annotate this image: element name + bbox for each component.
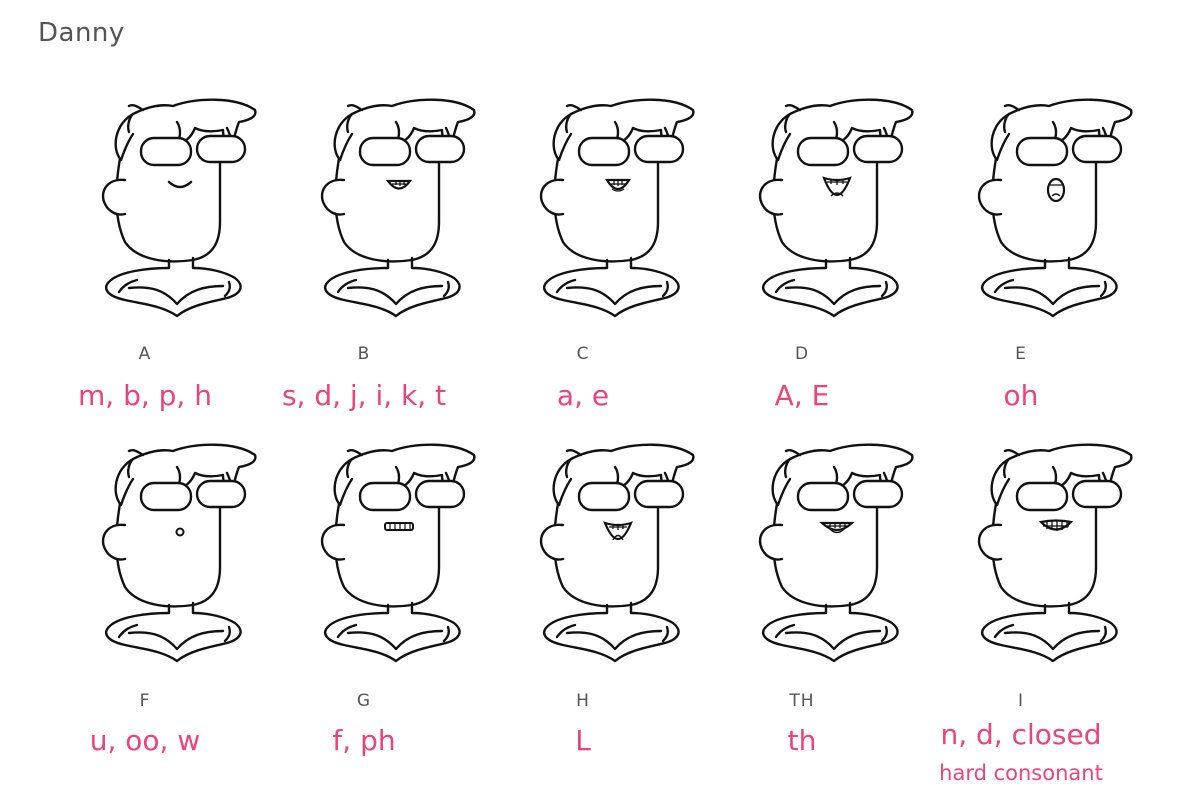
danny-head-illustration <box>539 98 695 318</box>
mouth-teeth-open-icon <box>605 178 631 192</box>
mouth-code-label: I <box>1017 691 1024 711</box>
phoneme-label: th <box>787 724 817 757</box>
phoneme-label: f, ph <box>332 724 396 757</box>
mouth-code-label: E <box>1015 344 1027 364</box>
mouth-tongue-teeth-icon <box>819 521 855 534</box>
phoneme-sublabel: hard consonant <box>939 761 1103 785</box>
mouth-code-label: G <box>356 691 372 711</box>
phoneme-label: L <box>575 724 591 757</box>
mouth-code-label: F <box>139 691 151 711</box>
mouth-tongue-up-icon <box>603 521 633 541</box>
phoneme-label: oh <box>1003 379 1039 412</box>
mouth-teeth-small-icon <box>385 179 413 190</box>
mouth-open-wide-icon <box>822 176 852 197</box>
danny-head-illustration <box>101 98 257 318</box>
danny-head-illustration <box>758 443 914 663</box>
mouth-small-o-icon <box>175 527 185 537</box>
mouth-code-label: A <box>138 344 152 364</box>
danny-head-illustration <box>758 98 914 318</box>
phoneme-label: s, d, j, i, k, t <box>281 379 447 412</box>
phoneme-label: n, d, closed <box>940 718 1102 751</box>
danny-head-illustration <box>539 443 695 663</box>
mouth-code-label: H <box>576 691 590 711</box>
danny-head-illustration <box>320 98 476 318</box>
danny-head-illustration <box>320 443 476 663</box>
mouth-code-label: TH <box>789 691 815 711</box>
mouth-round-open-icon <box>1046 177 1066 203</box>
danny-head-illustration <box>977 98 1133 318</box>
mouth-code-label: B <box>357 344 371 364</box>
phoneme-label: u, oo, w <box>89 724 201 757</box>
danny-head-illustration <box>101 443 257 663</box>
danny-head-illustration <box>977 443 1133 663</box>
phoneme-label: m, b, p, h <box>78 379 212 412</box>
mouth-code-label: C <box>576 344 590 364</box>
mouth-smile-icon <box>167 180 193 189</box>
mouth-lip-bite-icon <box>384 522 414 531</box>
phoneme-label: A, E <box>774 379 830 412</box>
phoneme-label: a, e <box>556 379 610 412</box>
mouth-code-label: D <box>794 344 810 364</box>
mouth-teeth-closed-icon <box>1038 519 1074 531</box>
sheet-title: Danny <box>38 18 125 48</box>
